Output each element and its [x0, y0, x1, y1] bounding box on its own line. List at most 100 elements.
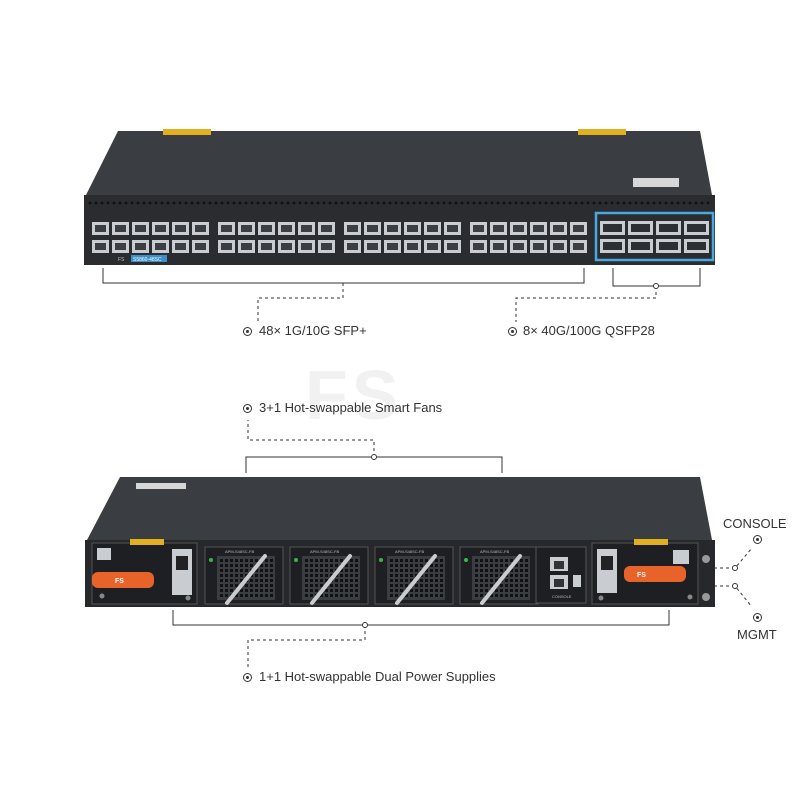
fan-grille-hole [500, 569, 503, 572]
fan-grille-hole [435, 594, 438, 597]
fan-grille-hole [510, 594, 513, 597]
vent-hole [682, 201, 686, 205]
fan-grille-hole [325, 589, 328, 592]
fan-grille-hole [440, 574, 443, 577]
sfp-port-opening [513, 225, 524, 232]
fan-grille-hole [345, 579, 348, 582]
fan-grille-hole [390, 594, 393, 597]
fan-grille-hole [250, 594, 253, 597]
fan-grille-hole [265, 564, 268, 567]
fan-grille-hole [400, 559, 403, 562]
fan-grille-hole [240, 594, 243, 597]
vent-hole [106, 201, 110, 205]
fan-grille-hole [245, 569, 248, 572]
fan-grille-hole [430, 584, 433, 587]
fan-grille-hole [440, 569, 443, 572]
fan-grille-hole [330, 594, 333, 597]
fan-grille-hole [415, 594, 418, 597]
fan-grille-hole [430, 569, 433, 572]
fan-grille-hole [415, 564, 418, 567]
sfp-port-opening [241, 243, 252, 250]
fan-grille-hole [395, 564, 398, 567]
fan-grille-hole [315, 584, 318, 587]
sfp-port-opening [407, 243, 418, 250]
fan-grille-hole [265, 569, 268, 572]
sfp-port-opening [407, 225, 418, 232]
fan-grille-hole [500, 584, 503, 587]
vent-hole [592, 201, 596, 205]
fan-grille-hole [320, 579, 323, 582]
vent-hole [214, 201, 218, 205]
fan-grille-hole [475, 574, 478, 577]
front-callouts [102, 268, 701, 322]
fan-grille-hole [475, 564, 478, 567]
fan-grille-hole [475, 584, 478, 587]
sfp-bullet-icon [243, 327, 252, 336]
fan-grille-hole [330, 564, 333, 567]
fan-grille-hole [400, 574, 403, 577]
fan-grille-hole [500, 589, 503, 592]
sfp-port-opening [533, 225, 544, 232]
fan-grille-hole [520, 594, 523, 597]
vent-hole [688, 201, 692, 205]
fan-grille-hole [520, 564, 523, 567]
fans-label: 3+1 Hot-swappable Smart Fans [259, 400, 443, 415]
fan-grille-hole [435, 579, 438, 582]
fan-grille-hole [510, 584, 513, 587]
fan-grille-hole [335, 559, 338, 562]
fan-grille-hole [500, 574, 503, 577]
mgmt-anchor-dot [732, 583, 738, 589]
fan-grille-hole [270, 564, 273, 567]
psu-anchor-dot [362, 622, 368, 628]
vent-hole [514, 201, 518, 205]
fan-grille-hole [415, 569, 418, 572]
fan-grille-hole [420, 564, 423, 567]
fan-grille-hole [505, 579, 508, 582]
fan-grille-hole [420, 584, 423, 587]
vent-hole [670, 201, 674, 205]
fan-grille-hole [225, 594, 228, 597]
fan-grille-hole [230, 579, 233, 582]
vent-hole [124, 201, 128, 205]
vent-hole [706, 201, 710, 205]
fan-grille-hole [435, 574, 438, 577]
fan-grille-hole [260, 579, 263, 582]
fan-grille-hole [350, 579, 353, 582]
fan-grille-hole [410, 569, 413, 572]
sfp-port-opening [155, 243, 166, 250]
qsfp-highlight-frame [594, 211, 715, 262]
vent-hole [112, 201, 116, 205]
front-chassis-top [86, 131, 712, 195]
fan-grille-hole [225, 589, 228, 592]
fan-grille-hole [270, 594, 273, 597]
vent-hole [508, 201, 512, 205]
sfp-port-opening [387, 225, 398, 232]
fan-grille-hole [305, 579, 308, 582]
fan-grille-hole [310, 594, 313, 597]
vent-hole [694, 201, 698, 205]
fan-grille-hole [325, 594, 328, 597]
vent-hole [544, 201, 548, 205]
fan-grille-hole [335, 589, 338, 592]
fan-grille-hole [420, 594, 423, 597]
vent-hole [334, 201, 338, 205]
fan-status-led [294, 558, 298, 562]
sfp-port-opening [367, 243, 378, 250]
psu-right-screw-2 [687, 594, 693, 600]
fan-grille-hole [435, 569, 438, 572]
fan-grille-hole [490, 564, 493, 567]
mgmt-label: MGMT [737, 627, 777, 642]
fan-grille-hole [425, 594, 428, 597]
fan-grille-hole [265, 559, 268, 562]
fan-grille-hole [355, 574, 358, 577]
sfp-port-opening [115, 225, 126, 232]
fan-grille-hole [305, 584, 308, 587]
vent-hole [274, 201, 278, 205]
fan-grille-hole [395, 594, 398, 597]
sfp-port-opening [261, 225, 272, 232]
fan-grille-hole [405, 559, 408, 562]
vent-hole [118, 201, 122, 205]
fan-grille-hole [520, 569, 523, 572]
qsfp-port-opening [687, 242, 706, 250]
vent-hole [460, 201, 464, 205]
